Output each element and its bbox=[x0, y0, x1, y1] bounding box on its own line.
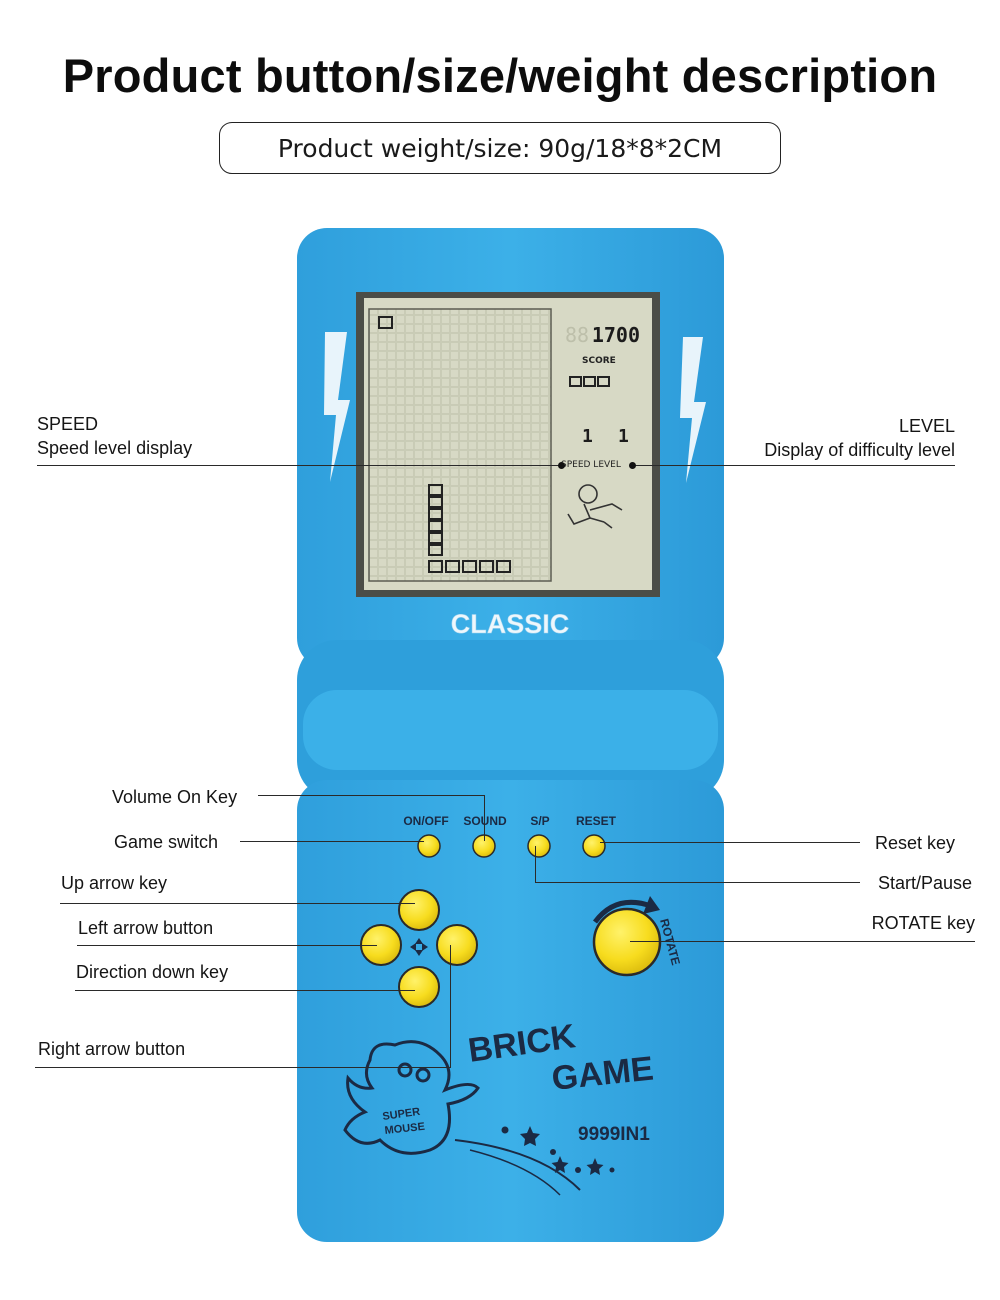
level-value: 1 bbox=[618, 426, 629, 447]
rotate-leader bbox=[630, 941, 975, 942]
right-arrow-label: Right arrow button bbox=[38, 1039, 186, 1059]
right-leader-v bbox=[450, 945, 451, 1067]
score-label: SCORE bbox=[582, 356, 616, 366]
tetris-blocks bbox=[428, 484, 511, 573]
down-arrow-button[interactable] bbox=[398, 966, 440, 1008]
reset-button[interactable] bbox=[582, 834, 606, 858]
volume-leader-v bbox=[484, 795, 485, 841]
game-switch-leader bbox=[240, 841, 424, 842]
rotate-arrow-icon bbox=[592, 899, 649, 924]
level-desc-label: Display of difficulty level bbox=[764, 440, 955, 460]
level-title-label: LEVEL bbox=[898, 416, 955, 436]
on-off-label: ON/OFF bbox=[403, 814, 448, 828]
rotate-key-label: ROTATE key bbox=[871, 913, 975, 933]
start-pause-leader-h bbox=[535, 882, 860, 883]
up-arrow-button[interactable] bbox=[398, 889, 440, 931]
up-leader bbox=[60, 903, 415, 904]
down-arrow-label: Direction down key bbox=[76, 962, 229, 982]
svg-text:88: 88 bbox=[565, 323, 589, 347]
sound-label: SOUND bbox=[463, 814, 507, 828]
left-leader bbox=[77, 945, 377, 946]
volume-leader-h bbox=[258, 795, 484, 796]
up-arrow-label: Up arrow key bbox=[61, 873, 168, 893]
speed-value: 1 bbox=[582, 426, 593, 447]
super-mouse-mascot-icon bbox=[343, 1040, 480, 1155]
sp-label: S/P bbox=[530, 814, 549, 828]
speed-title-label: SPEED bbox=[37, 414, 99, 434]
spec-text: Product weight/size: 90g/18*8*2CM bbox=[277, 133, 723, 163]
right-leader-h bbox=[35, 1067, 451, 1068]
page-title: Product button/size/weight description bbox=[62, 49, 938, 102]
dpad-center-icon bbox=[410, 938, 428, 956]
speed-leader-dot bbox=[558, 462, 565, 469]
rotate-button[interactable] bbox=[592, 907, 662, 977]
lightning-right-icon bbox=[680, 337, 706, 483]
spec-box: Product weight/size: 90g/18*8*2CM bbox=[219, 122, 781, 174]
speed-desc-label: Speed level display bbox=[37, 438, 193, 458]
start-pause-label: Start/Pause bbox=[877, 873, 972, 893]
speed-leader-line bbox=[37, 465, 565, 466]
model-text: 9999IN1 bbox=[578, 1124, 650, 1145]
start-pause-leader-v bbox=[535, 846, 536, 882]
runner-figure-icon bbox=[567, 484, 623, 529]
level-leader-line bbox=[632, 465, 955, 466]
reset-key-label: Reset key bbox=[874, 833, 955, 853]
lightning-left-icon bbox=[324, 332, 350, 482]
left-arrow-label: Left arrow button bbox=[78, 918, 214, 938]
level-leader-dot bbox=[629, 462, 636, 469]
super-text: SUPER bbox=[382, 1106, 421, 1123]
right-arrow-button[interactable] bbox=[436, 924, 478, 966]
speed-level-label: SPEED LEVEL bbox=[561, 460, 621, 470]
sp-button[interactable] bbox=[527, 834, 551, 858]
reset-label: RESET bbox=[576, 814, 617, 828]
score-digits: 1700 bbox=[592, 323, 640, 347]
down-leader bbox=[75, 990, 415, 991]
mouse-text: MOUSE bbox=[384, 1121, 425, 1137]
on-off-button[interactable] bbox=[417, 834, 441, 858]
stars-icon bbox=[501, 1126, 615, 1175]
device-lower-body bbox=[297, 780, 724, 1242]
game-switch-label: Game switch bbox=[114, 832, 219, 852]
brand-label: CLASSIC bbox=[451, 609, 570, 639]
playfield bbox=[368, 308, 552, 582]
reset-leader bbox=[600, 842, 860, 843]
volume-label: Volume On Key bbox=[112, 787, 238, 807]
